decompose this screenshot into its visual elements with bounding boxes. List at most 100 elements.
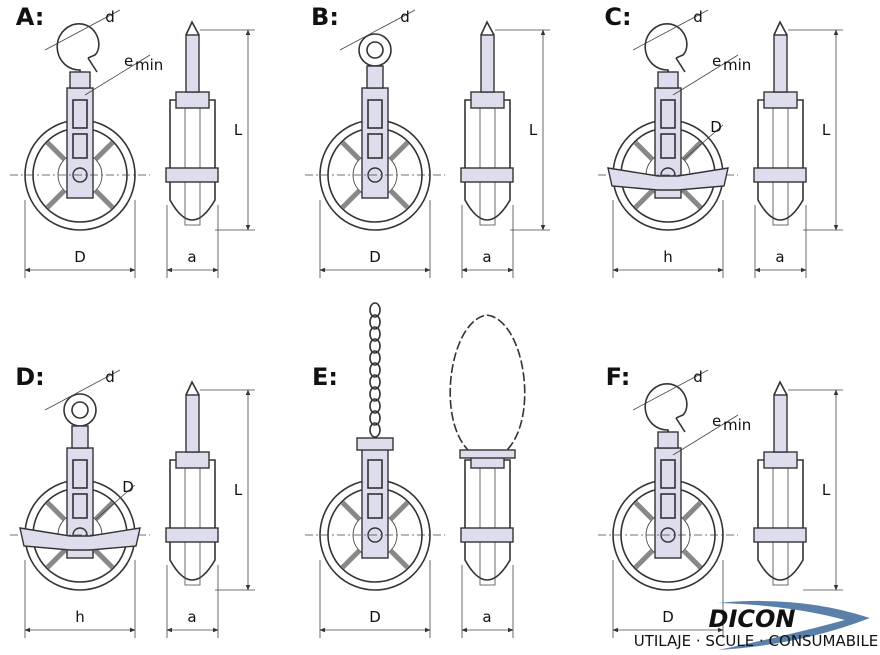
plate-window: [367, 459, 383, 489]
eye-inner: [71, 401, 89, 419]
chain-loop: [449, 314, 526, 453]
rope-guard: [19, 527, 141, 551]
side-tip: [185, 380, 200, 396]
side-view: [753, 380, 807, 586]
front-view: [598, 383, 738, 591]
sheave-groove: [479, 464, 496, 586]
chain-swivel: [356, 437, 394, 451]
label-a: a: [482, 608, 491, 626]
label-a: a: [482, 248, 491, 266]
label-e: e: [712, 52, 721, 70]
side-sheave: [464, 459, 511, 581]
spoke: [340, 548, 362, 570]
sheave-groove: [184, 104, 201, 226]
label-a: a: [187, 248, 196, 266]
chain-link: [369, 302, 381, 318]
hook-latch: [675, 417, 686, 433]
label-e: e: [712, 412, 721, 430]
side-tip: [773, 380, 788, 396]
spoke: [388, 188, 410, 210]
spoke: [388, 548, 410, 570]
hook-latch: [87, 57, 98, 73]
D-dimension: [94, 484, 136, 521]
spoke: [45, 500, 67, 522]
spoke: [388, 500, 410, 522]
D-dimension: [682, 124, 724, 161]
label-e-min-sub: min: [135, 56, 163, 74]
eye: [63, 393, 97, 427]
side-sheave: [757, 459, 804, 581]
panel-title: A:: [16, 3, 45, 31]
spoke: [633, 500, 655, 522]
label-d: d: [693, 8, 703, 26]
side-view: [449, 314, 526, 586]
spoke: [681, 188, 703, 210]
chain-link: [369, 362, 381, 378]
chain-link: [369, 326, 381, 342]
side-tip: [185, 20, 200, 36]
sheave-groove: [184, 464, 201, 586]
d-dimension: [44, 369, 121, 411]
logo-swoosh: [718, 600, 870, 650]
side-yoke: [175, 451, 210, 469]
side-axle: [460, 167, 514, 183]
front-view: [598, 23, 738, 231]
side-axle: [460, 527, 514, 543]
spoke: [681, 548, 703, 570]
plate-window: [367, 99, 383, 129]
spoke: [93, 548, 115, 570]
d-dimension: [339, 9, 416, 51]
side-tip: [773, 20, 788, 36]
label-d: d: [400, 8, 410, 26]
label-D: D: [710, 118, 722, 136]
d-dimension: [44, 9, 121, 51]
label-width: D: [369, 608, 381, 626]
plate-window: [367, 133, 383, 159]
spoke: [93, 188, 115, 210]
hook: [644, 383, 688, 448]
side-axle: [165, 527, 219, 543]
eye-inner: [366, 41, 384, 59]
side-view: [460, 20, 514, 226]
label-e-min-sub: min: [723, 416, 751, 434]
spoke: [45, 188, 67, 210]
side-axle: [753, 167, 807, 183]
label-L: L: [234, 121, 243, 139]
side-shank: [185, 394, 200, 453]
chain-link: [369, 410, 381, 426]
panel-title: C:: [604, 3, 631, 31]
spoke: [633, 140, 655, 162]
label-width: D: [369, 248, 381, 266]
spoke: [340, 188, 362, 210]
label-D: D: [122, 478, 134, 496]
sheave-groove: [772, 104, 789, 226]
side-axle: [165, 167, 219, 183]
spoke: [633, 188, 655, 210]
rope-guard: [607, 167, 729, 191]
label-e: e: [124, 52, 133, 70]
side-sheave: [464, 99, 511, 221]
plate-window: [367, 493, 383, 519]
side-yoke: [175, 91, 210, 109]
chain-link: [369, 314, 381, 330]
side-view: [753, 20, 807, 226]
spoke: [681, 500, 703, 522]
hook-latch: [675, 57, 686, 73]
e-dimension: [672, 414, 739, 456]
label-width: D: [74, 248, 86, 266]
chain-bar: [459, 449, 516, 459]
panel-title: D:: [15, 363, 45, 391]
chain-link: [369, 374, 381, 390]
sheave-groove: [479, 104, 496, 226]
front-view: [10, 393, 150, 591]
chain-link: [369, 350, 381, 366]
label-a: a: [187, 608, 196, 626]
chain-link: [369, 398, 381, 414]
chain-link: [369, 386, 381, 402]
